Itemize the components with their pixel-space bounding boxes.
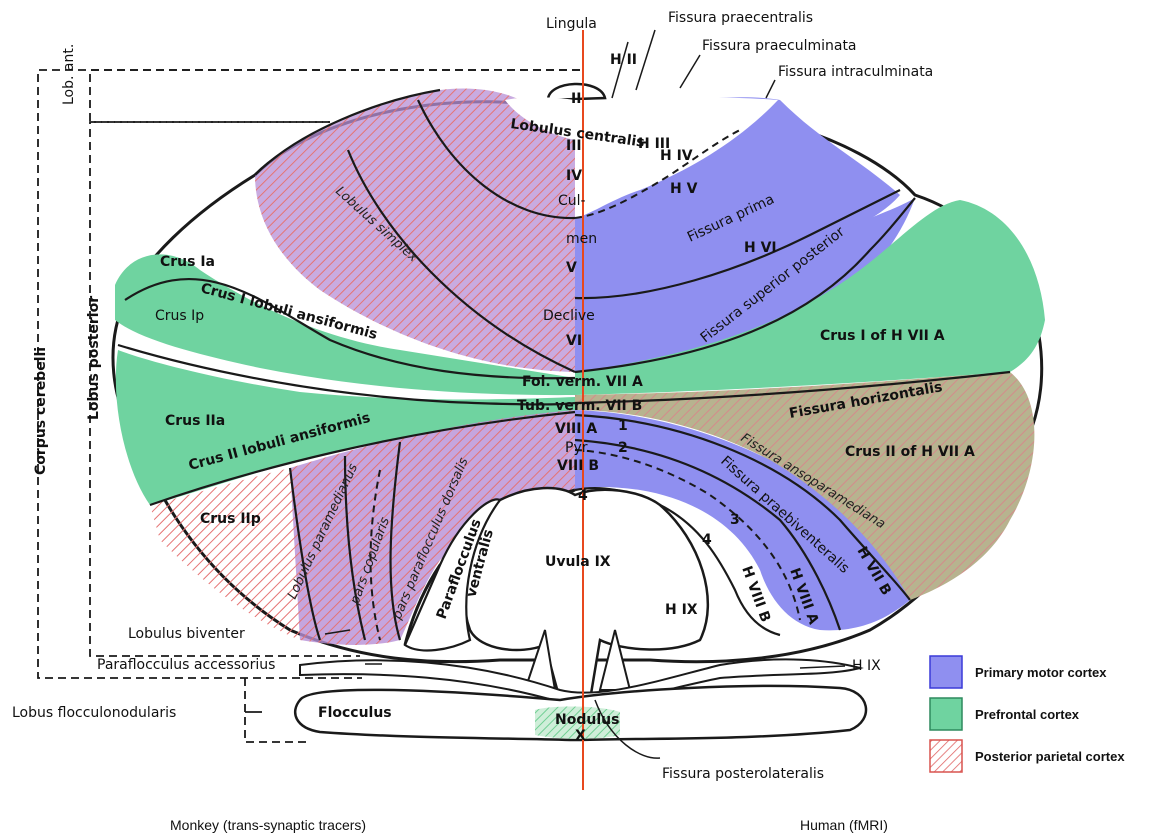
label-h-v: H V [670,181,698,197]
label-crus-ia: Crus Ia [160,254,215,270]
label-flocculus: Flocculus [318,705,392,721]
caption-left: Monkey (trans-synaptic tracers) [170,817,366,833]
legend-swatch-parietal [930,740,962,772]
legend-swatch-prefrontal [930,698,962,730]
label-nodulus: Nodulus [555,712,619,728]
caption-right: Human (fMRI) [800,817,888,833]
label-fissura-posterolateralis: Fissura posterolateralis [662,766,824,782]
label-fissura-praecentralis: Fissura praecentralis [668,10,813,26]
label-viii-a: VIII A [555,421,597,437]
label-num-1: 1 [618,418,628,434]
label-iv: IV [566,168,582,184]
label-lobus-flocculonodularis: Lobus flocculonodularis [12,705,176,721]
label-corpus-cerebelli: Corpus cerebelli [33,347,49,475]
label-men: men [566,231,597,247]
label-h-vi: H VI [744,240,777,256]
label-fissura-praeculminata: Fissura praeculminata [702,38,857,54]
label-v: V [566,260,577,276]
label-crus-ii-right: Crus II of H VII A [845,444,975,460]
label-crus-ip: Crus Ip [155,308,204,324]
legend: Primary motor cortex Prefrontal cortex P… [930,656,1125,772]
label-pyr: Pyr. [565,440,591,456]
legend-label-prefrontal: Prefrontal cortex [975,707,1080,722]
label-lobulus-biventer: Lobulus biventer [128,626,245,642]
label-vi: VI [566,333,582,349]
label-crus-iia: Crus IIa [165,413,225,429]
label-tub-verm: Tub. verm. VII B [517,398,642,414]
label-num-3: 3 [730,512,740,528]
label-h-ix-right: H IX [852,658,881,674]
label-lob-ant: Lob. ant. [61,44,77,105]
label-uvula: Uvula IX [545,554,611,570]
label-crus-iip: Crus IIp [200,511,261,527]
label-fissura-intraculminata: Fissura intraculminata [778,64,933,80]
label-ii: II [571,91,581,107]
label-paraflocculus-accessorius: Paraflocculus accessorius [97,657,275,673]
label-cul: Cul- [558,193,586,209]
label-h-ii: H II [610,52,637,68]
label-num-4a: 4 [578,488,588,504]
label-crus-i-right: Crus I of H VII A [820,328,945,344]
label-num-2: 2 [618,440,628,456]
label-fol-verm: Fol. verm. VII A [522,374,643,390]
uvula [464,488,708,700]
label-declive: Declive [543,308,595,324]
legend-label-parietal: Posterior parietal cortex [975,749,1125,764]
label-x: X [575,728,586,744]
label-iii: III [566,138,582,154]
label-viii-b: VIII B [557,458,599,474]
label-lingula: Lingula [546,16,597,32]
label-lobus-posterior: Lobus posterior [86,296,102,420]
legend-swatch-motor [930,656,962,688]
label-num-4b: 4 [702,532,712,548]
label-h-ix: H IX [665,602,698,618]
legend-label-motor: Primary motor cortex [975,665,1107,680]
label-h-iv: H IV [660,148,693,164]
